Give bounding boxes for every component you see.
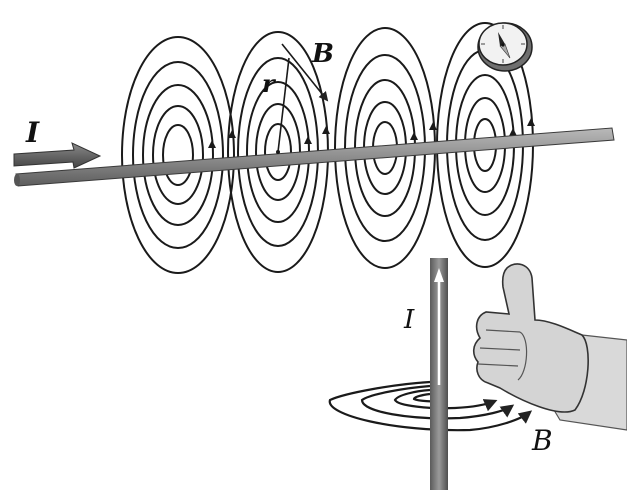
- thumbs-up-hand-icon: [472, 263, 627, 431]
- top-radius-label: r: [262, 69, 277, 98]
- top-current-label: I: [25, 116, 40, 149]
- field-loop-group-1: [121, 36, 235, 274]
- current-arrow-icon: [13, 142, 102, 169]
- loop-direction-arrows: [208, 118, 535, 148]
- bottom-field-label: B: [531, 424, 553, 457]
- field-vector: [281, 43, 329, 102]
- bottom-current-label: I: [403, 305, 415, 335]
- vertical-wire: [430, 258, 448, 490]
- top-field-label: B: [311, 39, 334, 69]
- compass-icon: [477, 22, 533, 72]
- bottom-field-arcs: [328, 380, 533, 432]
- horizontal-wire: [14, 127, 615, 187]
- radius-vector: [276, 57, 290, 154]
